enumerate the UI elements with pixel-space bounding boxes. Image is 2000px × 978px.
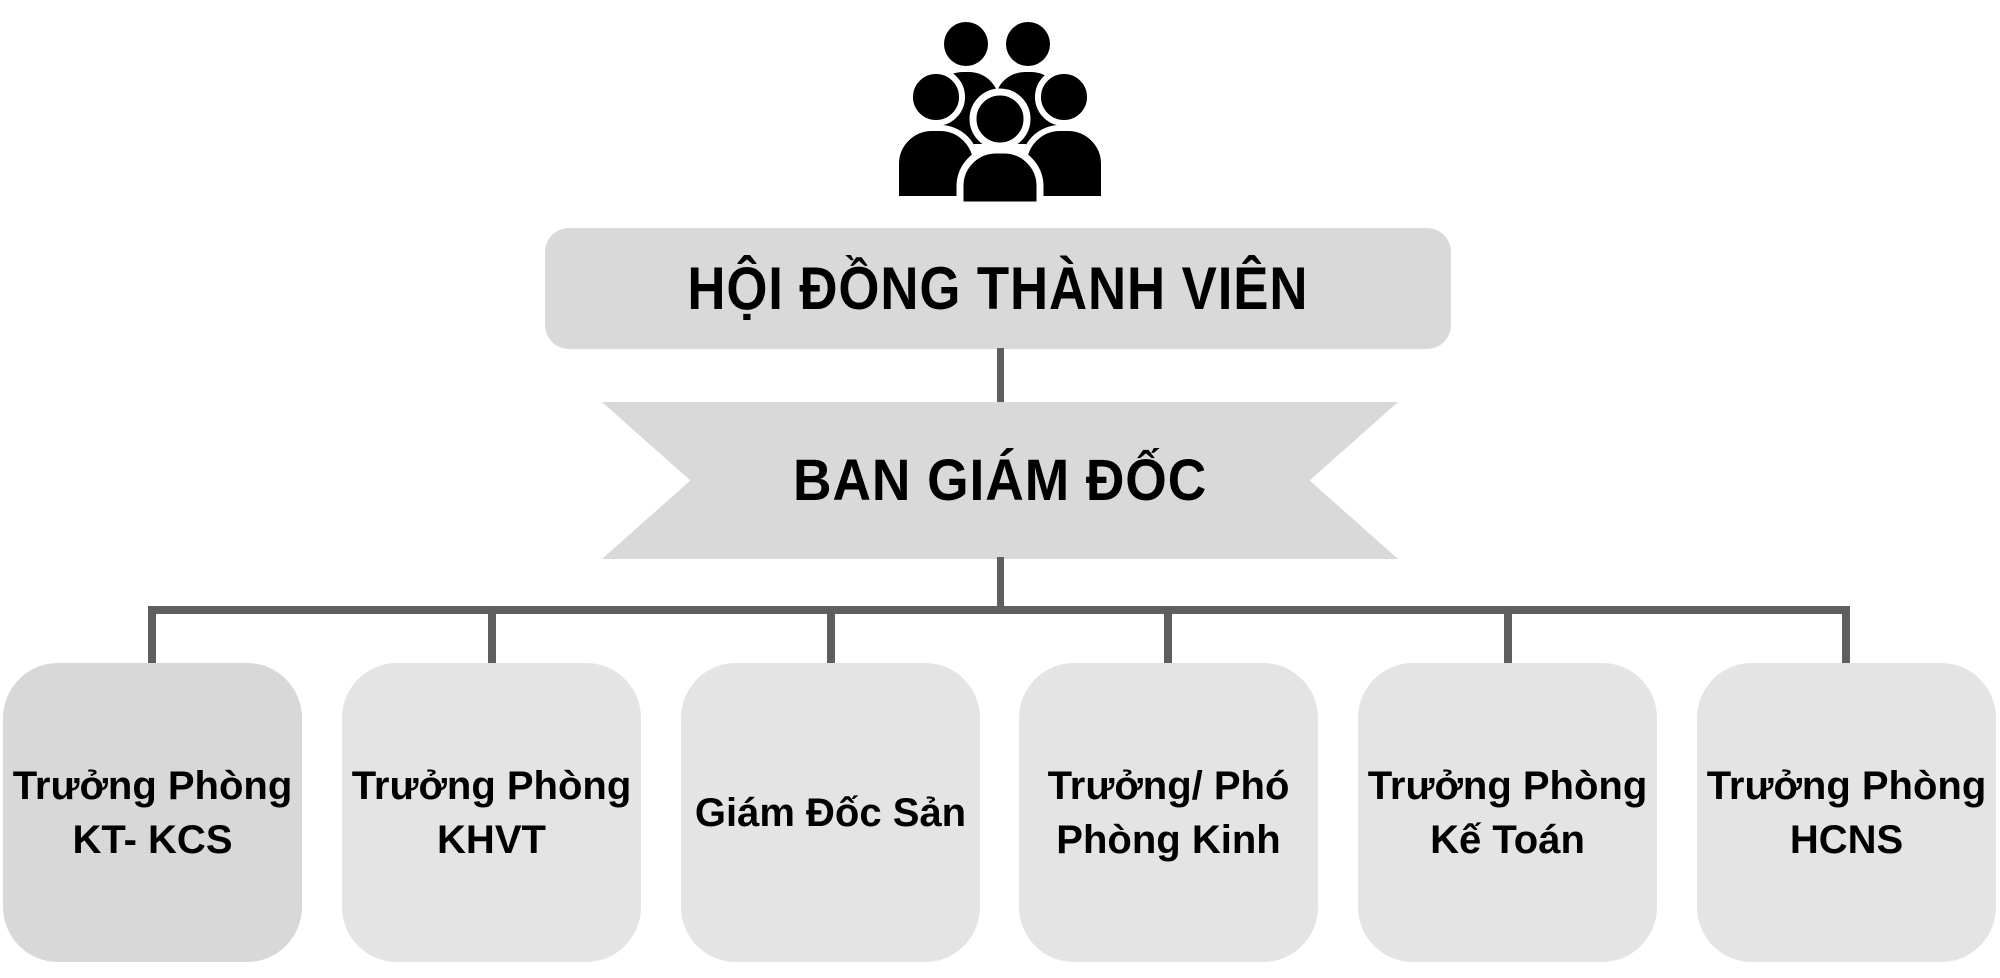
- connector-vertical-top: [997, 348, 1004, 404]
- executive-board-banner: BAN GIÁM ĐỐC: [602, 402, 1398, 559]
- board-of-members-label: HỘI ĐỒNG THÀNH VIÊN: [687, 255, 1309, 322]
- department-node-phong-kinh: Trưởng/ Phó Phòng Kinh: [1019, 663, 1318, 962]
- connector-stub-3: [827, 606, 835, 664]
- connector-vertical-mid: [997, 557, 1004, 608]
- department-node-ke-toan: Trưởng Phòng Kế Toán: [1358, 663, 1657, 962]
- people-group-icon: [893, 22, 1107, 208]
- connector-stub-5: [1504, 606, 1512, 664]
- department-label-line: Trưởng Phòng: [1706, 763, 1987, 808]
- department-label-line: Kế Toán: [1430, 817, 1585, 862]
- department-label-line: Giám Đốc Sản: [694, 790, 967, 835]
- connector-stub-2: [488, 606, 496, 664]
- department-label-line: Trưởng Phòng: [12, 763, 293, 808]
- department-label-line: KT- KCS: [72, 817, 233, 862]
- department-node-khvt: Trưởng Phòng KHVT: [342, 663, 641, 962]
- department-node-kt-kcs: Trưởng Phòng KT- KCS: [3, 663, 302, 962]
- department-label-line: Phòng Kinh: [1056, 817, 1281, 862]
- executive-board-label: BAN GIÁM ĐỐC: [792, 448, 1208, 513]
- department-label-line: KHVT: [437, 817, 546, 862]
- connector-stub-4: [1164, 606, 1172, 664]
- department-node-hcns: Trưởng Phòng HCNS: [1697, 663, 1996, 962]
- connector-stub-1: [148, 606, 156, 664]
- connector-bus: [148, 606, 1850, 614]
- department-label-line: Trưởng/ Phó: [1047, 763, 1290, 808]
- department-label-line: Trưởng Phòng: [1367, 763, 1648, 808]
- department-node-giam-doc-san: Giám Đốc Sản: [681, 663, 980, 962]
- connector-stub-6: [1842, 606, 1850, 664]
- board-of-members-node: HỘI ĐỒNG THÀNH VIÊN: [545, 228, 1451, 349]
- department-label-line: HCNS: [1789, 817, 1904, 862]
- department-label-line: Trưởng Phòng: [351, 763, 632, 808]
